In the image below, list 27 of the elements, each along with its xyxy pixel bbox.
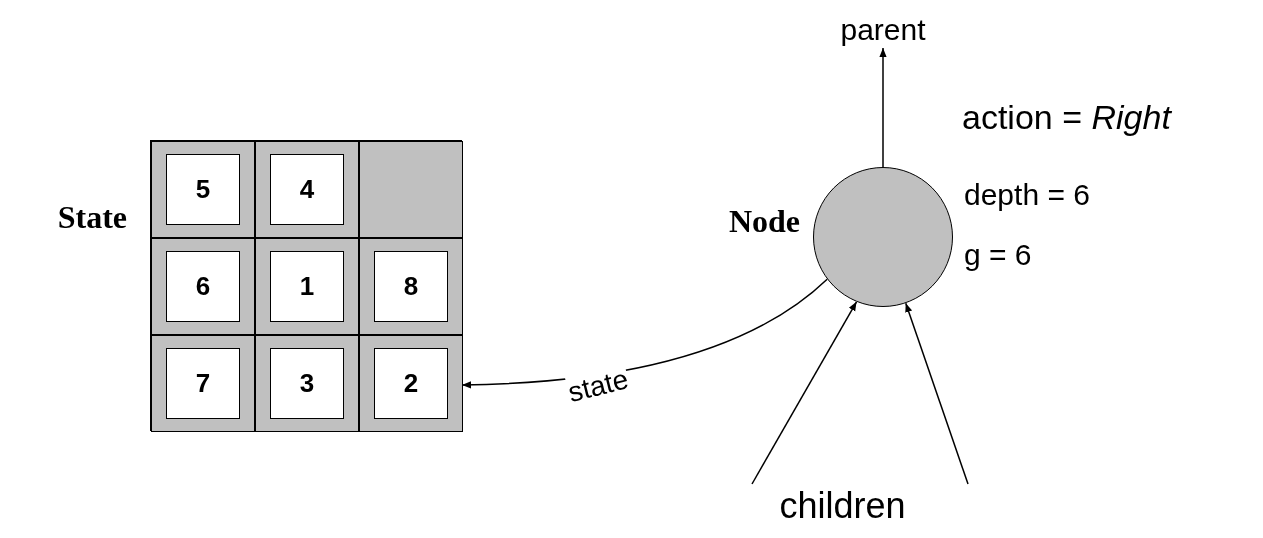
puzzle-tile: [151, 141, 255, 238]
attribute-text: depth = 6: [964, 178, 1090, 212]
attribute-text: g = 6: [964, 238, 1032, 272]
attribute-text: action = Right: [962, 98, 1171, 137]
puzzle-tile: [151, 238, 255, 335]
tile-number: 5: [166, 154, 240, 225]
puzzle-tile: [151, 335, 255, 432]
puzzle-tile: [359, 335, 463, 432]
pointer-label: parent: [838, 12, 928, 48]
puzzle-tile: [359, 238, 463, 335]
tile-number: 7: [166, 348, 240, 419]
tile-number: 3: [270, 348, 344, 419]
puzzle-tile: [255, 141, 359, 238]
pointer-label: children: [715, 484, 970, 528]
node-heading: Node: [728, 203, 800, 240]
tile-number: 2: [374, 348, 448, 419]
arrow: [879, 47, 887, 168]
arrow: [751, 301, 858, 485]
tile-number: 4: [270, 154, 344, 225]
blank-tile: [359, 141, 463, 238]
tile-number: 6: [166, 251, 240, 322]
arrow: [905, 302, 969, 485]
puzzle-tile: [255, 238, 359, 335]
tile-number: 1: [270, 251, 344, 322]
puzzle-tile: [255, 335, 359, 432]
tile-number: 8: [374, 251, 448, 322]
state-heading: State: [57, 199, 127, 236]
